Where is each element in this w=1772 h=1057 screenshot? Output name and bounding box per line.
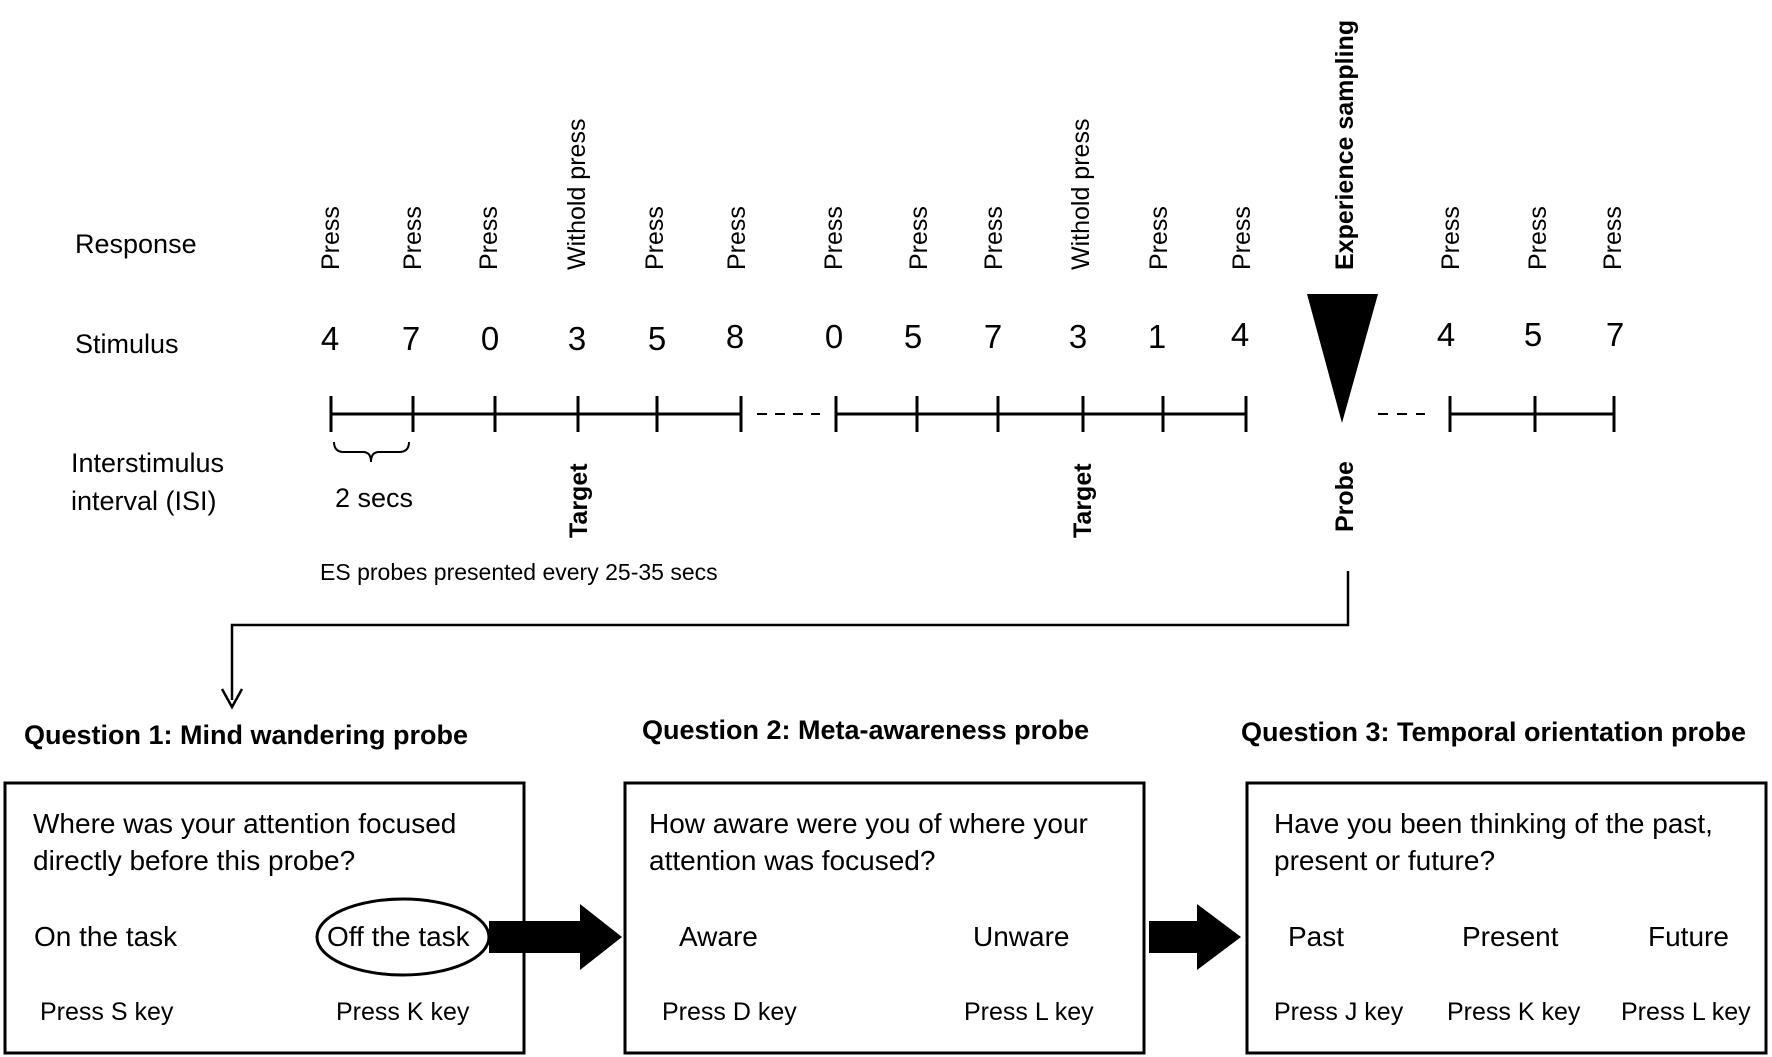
response-label: Press: [1437, 206, 1465, 270]
stimulus-digit: 4: [1437, 316, 1455, 353]
option-aware: Aware: [679, 921, 758, 952]
isi-duration-label: 2 secs: [335, 483, 413, 513]
stimulus-digit: 4: [321, 320, 339, 357]
stimulus-digit: 7: [1606, 316, 1624, 353]
stimulus-digit: 7: [984, 318, 1002, 355]
key-instruction: Press K key: [1447, 998, 1581, 1026]
question-1-text-line1: Where was your attention focused: [33, 808, 456, 839]
question-3-title: Question 3: Temporal orientation probe: [1241, 717, 1746, 747]
question-1-box: [3, 781, 526, 1055]
key-instruction: Press J key: [1274, 998, 1404, 1026]
isi-row-label-line2: interval (ISI): [71, 486, 217, 516]
target-label: Target: [565, 463, 593, 538]
key-instruction: Press D key: [662, 998, 797, 1026]
option-on-task: On the task: [34, 921, 178, 952]
isi-brace: [333, 441, 410, 463]
response-row-label: Response: [75, 229, 197, 259]
response-label: Withold press: [1067, 119, 1095, 270]
response-label: Press: [317, 206, 345, 270]
option-off-task: Off the task: [327, 921, 471, 952]
question-1-title: Question 1: Mind wandering probe: [24, 720, 468, 750]
question-1-text-line2: directly before this probe?: [33, 845, 355, 876]
response-label: Press: [1228, 206, 1256, 270]
stimulus-digit: 5: [904, 318, 922, 355]
es-probe-frequency-note: ES probes presented every 25-35 secs: [320, 559, 718, 585]
timeline-segment-3: [1448, 396, 1616, 432]
question-2-text-line2: attention was focused?: [649, 845, 935, 876]
question-2-box: [623, 781, 1146, 1055]
probe-connector-line: [230, 571, 1350, 700]
target-label: Target: [1069, 463, 1097, 538]
response-label: Withold press: [563, 119, 591, 270]
down-arrow-icon: [220, 688, 244, 710]
stimulus-digit: 4: [1231, 316, 1249, 353]
isi-row-label-line1: Interstimulus: [71, 448, 224, 478]
question-3-box: [1245, 781, 1768, 1055]
experience-sampling-label: Experience sampling: [1331, 20, 1359, 270]
response-label: Press: [1524, 206, 1552, 270]
stimulus-digit: 0: [825, 318, 843, 355]
question-2-text-line1: How aware were you of where your: [649, 808, 1088, 839]
stimulus-digit: 1: [1148, 318, 1166, 355]
question-3-text-line1: Have you been thinking of the past,: [1274, 808, 1713, 839]
stimulus-digit: 7: [402, 320, 420, 357]
response-label: Press: [723, 206, 751, 270]
stimulus-digit: 3: [568, 320, 586, 357]
key-instruction: Press S key: [40, 998, 174, 1026]
probe-label: Probe: [1331, 461, 1359, 532]
option-unaware: Unware: [973, 921, 1069, 952]
response-label: Press: [980, 206, 1008, 270]
option-future: Future: [1648, 921, 1729, 952]
key-instruction: Press L key: [964, 998, 1094, 1026]
option-present: Present: [1462, 921, 1559, 952]
stimulus-digit: 8: [726, 318, 744, 355]
stimulus-digit: 5: [648, 320, 666, 357]
response-label: Press: [820, 206, 848, 270]
question-3-text-line2: present or future?: [1274, 845, 1495, 876]
response-label: Press: [1599, 206, 1627, 270]
stimulus-row-label: Stimulus: [75, 329, 179, 359]
response-label: Press: [475, 206, 503, 270]
stimulus-digit: 0: [481, 320, 499, 357]
timeline-segment-1: [329, 396, 743, 432]
question-2-title: Question 2: Meta-awareness probe: [642, 715, 1089, 745]
response-label: Press: [905, 206, 933, 270]
key-instruction: Press L key: [1621, 998, 1751, 1026]
thick-right-arrow-icon: [1149, 904, 1241, 970]
timeline-segment-2: [834, 396, 1248, 432]
stimulus-digit: 3: [1069, 318, 1087, 355]
key-instruction: Press K key: [336, 998, 470, 1026]
response-label: Press: [641, 206, 669, 270]
response-label: Press: [399, 206, 427, 270]
response-label: Press: [1145, 206, 1173, 270]
probe-triangle-marker: [1307, 294, 1378, 423]
stimulus-digit: 5: [1524, 316, 1542, 353]
thick-right-arrow-icon: [489, 904, 622, 970]
option-past: Past: [1288, 921, 1344, 952]
